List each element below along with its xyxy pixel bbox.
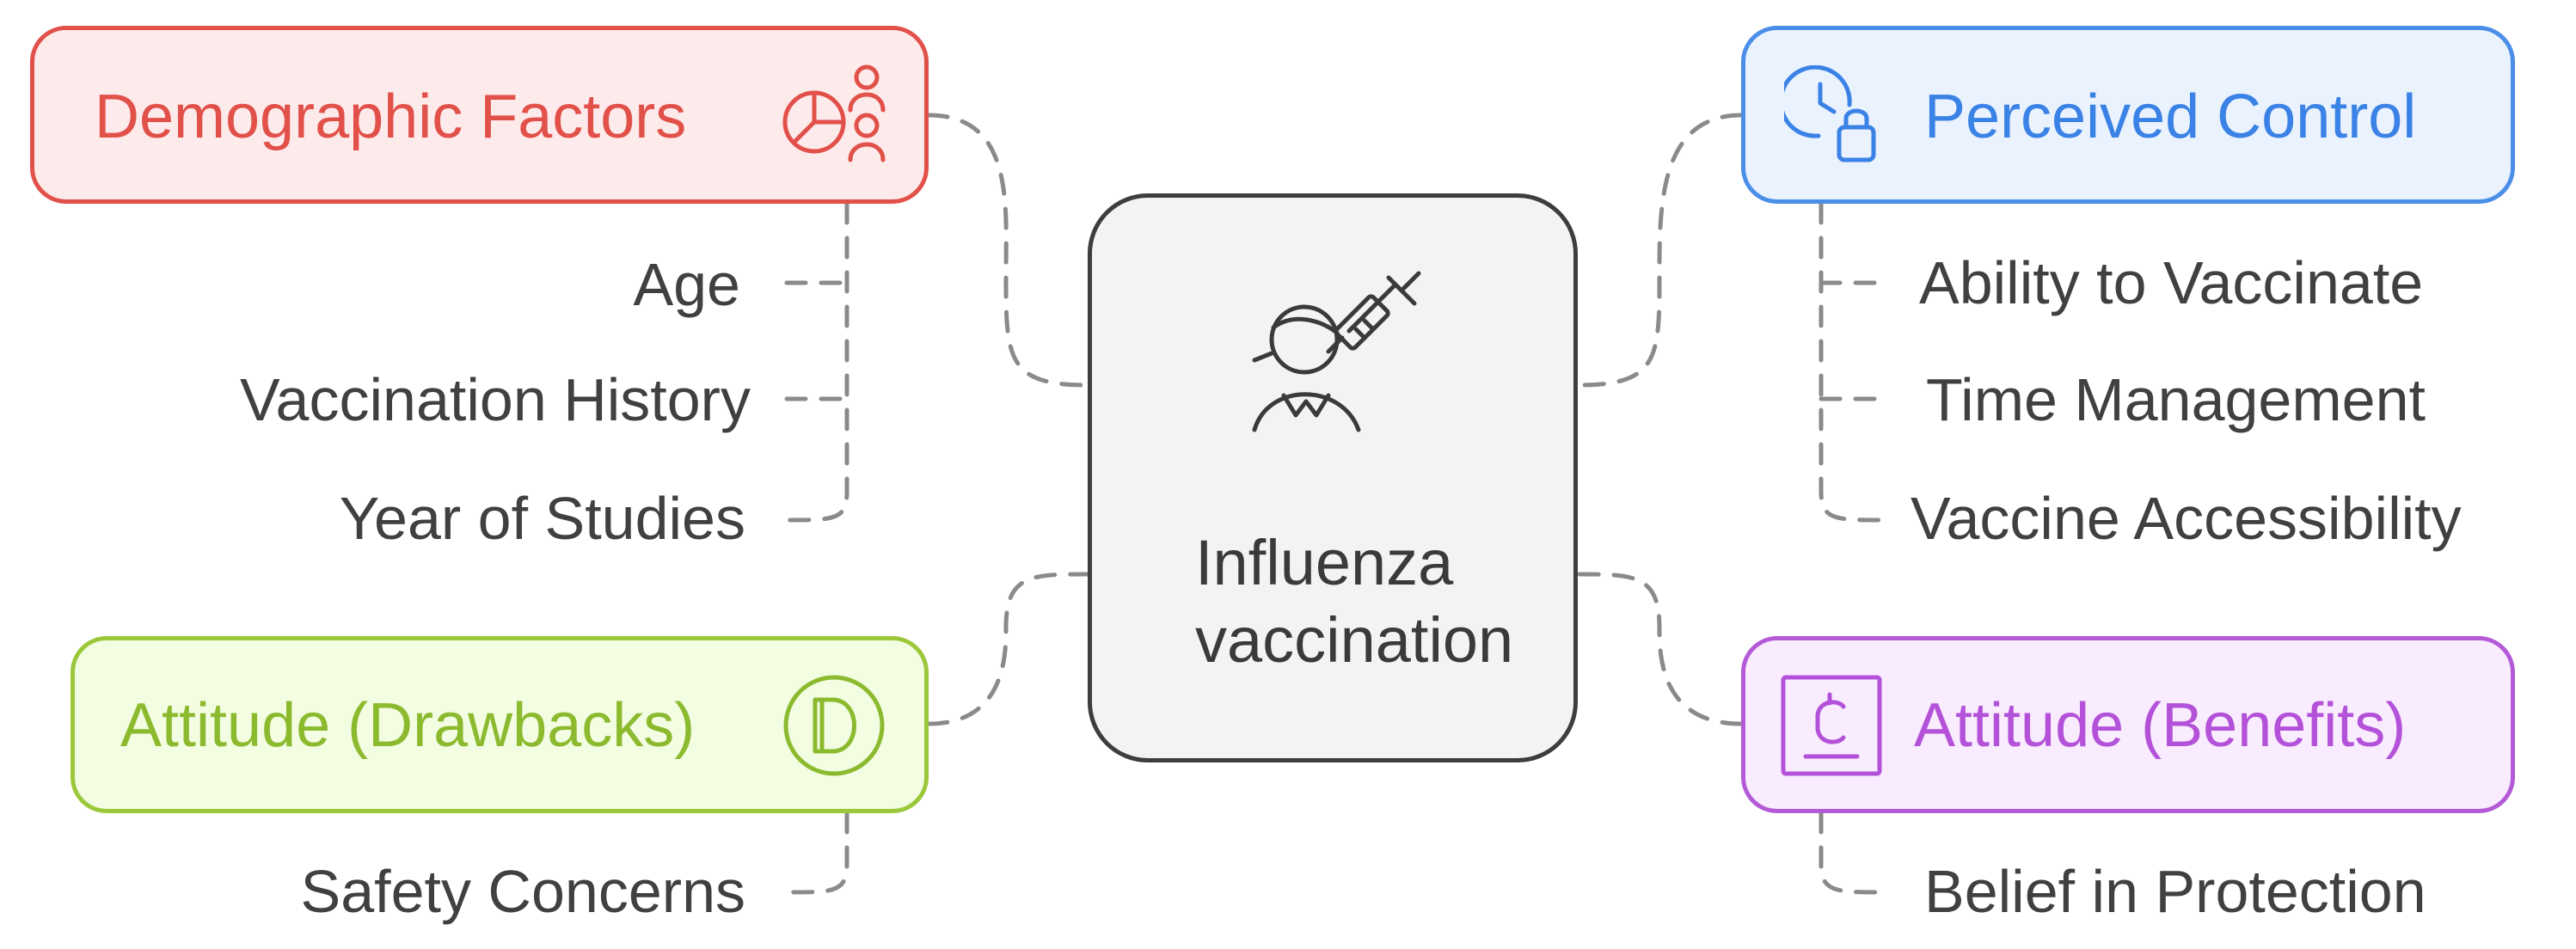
branch-benefits — [1819, 811, 1886, 895]
branch-demographic — [784, 201, 849, 523]
person-syringe-icon — [1252, 271, 1421, 432]
connector-demographic — [926, 113, 1090, 388]
category-demographic-factors — [30, 26, 929, 204]
connector-drawbacks — [926, 572, 1090, 726]
category-benefits-title: Attitude (Benefits) — [1914, 691, 2407, 760]
category-demographic-title: Demographic Factors — [95, 83, 687, 151]
demographic-item-vaccination-history: Vaccination History — [240, 366, 751, 433]
category-perceived-control — [1741, 26, 2515, 204]
clock-lock-icon — [1784, 65, 1876, 162]
connector-benefits — [1575, 572, 1744, 726]
category-drawbacks-title: Attitude (Drawbacks) — [120, 691, 696, 760]
category-attitude-benefits — [1741, 636, 2515, 813]
category-control-title: Perceived Control — [1924, 83, 2417, 151]
center-title-line1: Influenza — [1195, 527, 1454, 598]
center-node — [1088, 193, 1578, 762]
control-item-vaccine-accessibility: Vaccine Accessibility — [1911, 485, 2462, 552]
control-item-time-management: Time Management — [1926, 366, 2426, 433]
demographic-item-year-of-studies: Year of Studies — [339, 485, 745, 552]
square-c-icon — [1781, 675, 1882, 776]
demographic-item-age: Age — [633, 251, 740, 318]
center-title-line2: vaccination — [1195, 604, 1514, 676]
control-item-ability-to-vaccinate: Ability to Vaccinate — [1919, 249, 2424, 316]
circle-d-icon — [783, 675, 885, 776]
branch-drawbacks — [784, 811, 849, 895]
branch-control — [1819, 201, 1886, 523]
pie-chart-people-icon — [782, 64, 886, 162]
connector-control — [1575, 113, 1744, 388]
drawbacks-item-safety-concerns: Safety Concerns — [300, 858, 745, 925]
benefits-item-belief-in-protection: Belief in Protection — [1924, 858, 2426, 925]
